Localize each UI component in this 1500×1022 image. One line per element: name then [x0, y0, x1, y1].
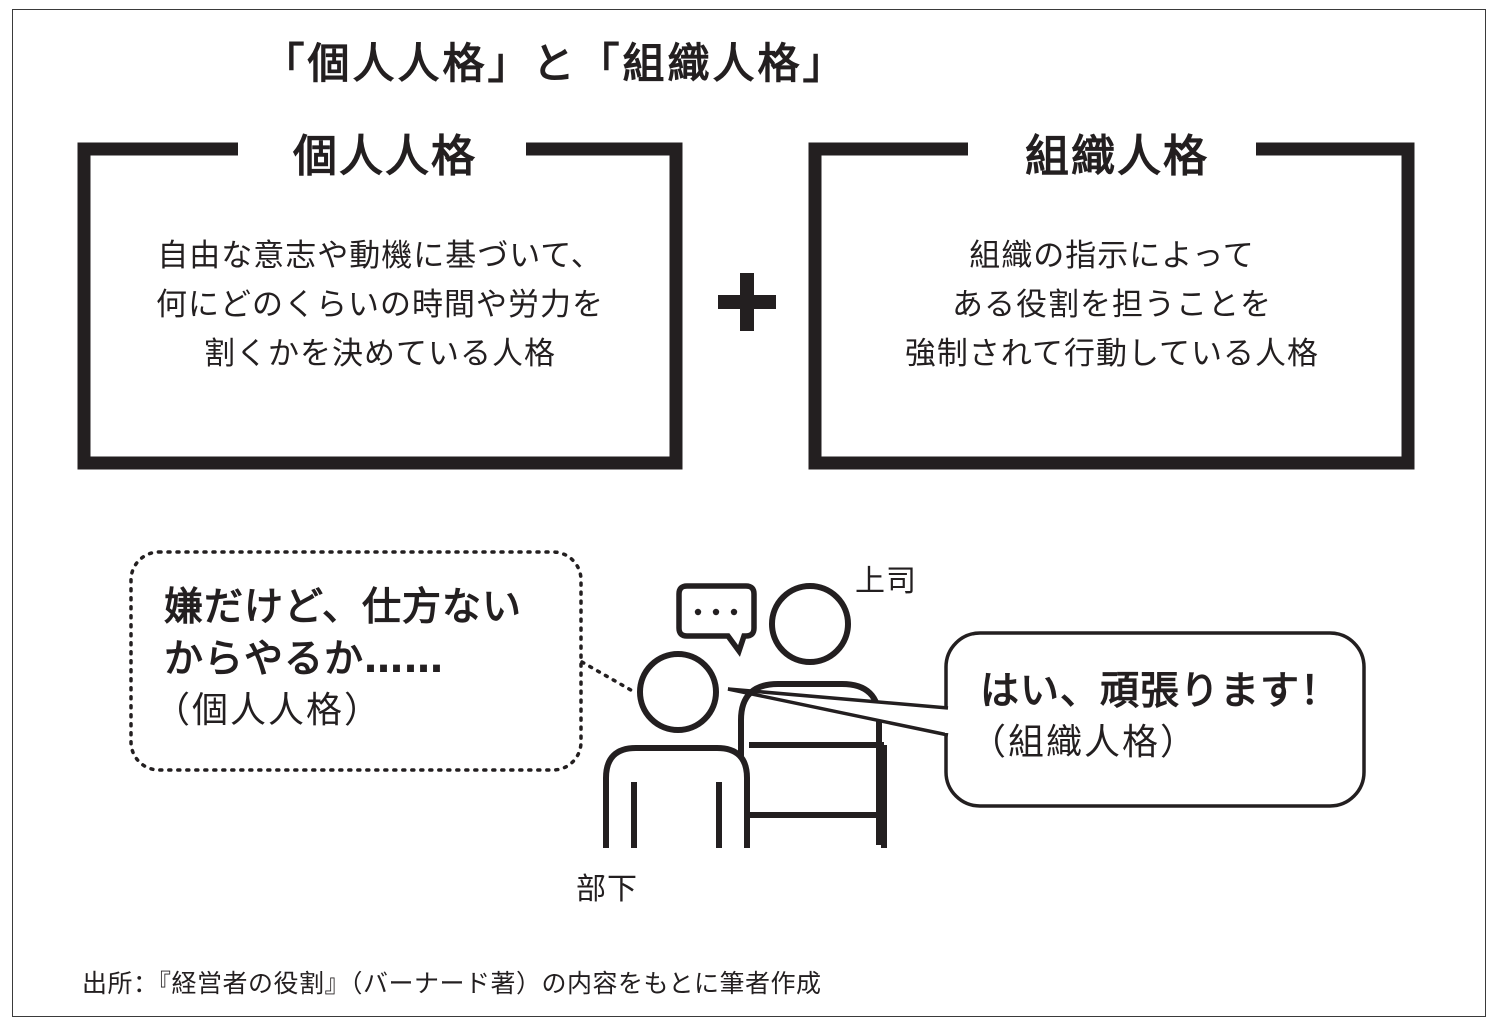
thought-note: （個人人格）	[154, 690, 383, 731]
organization-box-body: 組織の指示によって ある役割を担うことを 強制されて行動している人格	[822, 232, 1402, 379]
personal-box-title: 個人人格	[246, 120, 524, 184]
page-title: 「個人人格」と「組織人格」	[262, 39, 848, 88]
organization-line: 組織の指示によって	[969, 238, 1255, 274]
speech-bubble-text: はい、頑張ります！ （組織人格）	[970, 666, 1341, 768]
personal-line: 何にどのくらいの時間や労力を	[156, 287, 604, 323]
thought-connector	[580, 660, 638, 695]
subordinate-label: 部下	[576, 872, 638, 907]
boss-label: 上司	[855, 564, 917, 599]
organization-box-frame	[808, 142, 1415, 470]
organization-line: ある役割を担うことを	[952, 287, 1272, 323]
thought-line-2: からやるか……	[164, 637, 445, 682]
thought-line-1: 嫌だけど、仕方ない	[164, 585, 523, 630]
organization-box-title: 組織人格	[978, 120, 1256, 184]
desk	[749, 742, 887, 848]
plus-icon	[718, 273, 776, 331]
source-note: 出所：『経営者の役割』（バーナード著）の内容をもとに筆者作成	[82, 969, 822, 998]
speech-note: （組織人格）	[970, 722, 1199, 763]
thought-bubble-text: 嫌だけど、仕方ない からやるか…… （個人人格）	[154, 582, 523, 736]
subordinate-figure	[603, 651, 750, 848]
personal-box-body: 自由な意志や動機に基づいて、 何にどのくらいの時間や労力を 割くかを決めている人…	[90, 232, 670, 379]
thought-bubble	[129, 550, 583, 772]
speech-line-1: はい、頑張ります！	[980, 669, 1341, 714]
personal-line: 割くかを決めている人格	[204, 336, 556, 372]
outer-frame	[12, 9, 1486, 1017]
personal-box-frame	[77, 142, 683, 470]
organization-line: 強制されて行動している人格	[904, 336, 1320, 372]
speech-dots-icon	[676, 583, 757, 657]
personal-line: 自由な意志や動機に基づいて、	[157, 238, 603, 274]
speech-bubble	[727, 631, 1366, 808]
